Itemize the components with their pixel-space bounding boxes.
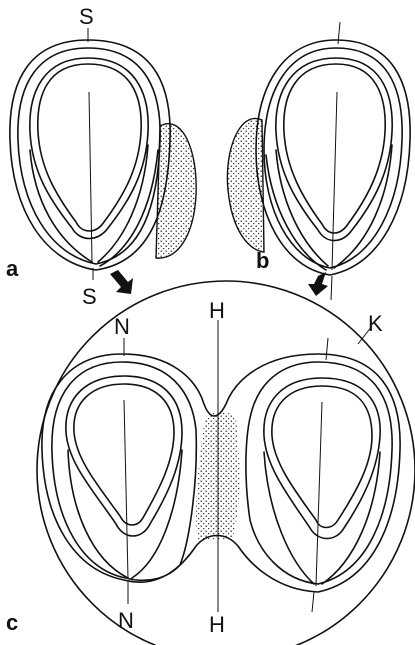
panel-c-left-axis [124, 400, 128, 578]
label-panel-b: b [256, 248, 269, 273]
panel-b-axis [332, 92, 337, 270]
label-n-bottom: N [118, 608, 134, 633]
label-s-top: S [79, 4, 94, 29]
arrow-a-to-c [110, 270, 133, 294]
label-n-top: N [114, 314, 130, 339]
label-h-bottom: H [209, 612, 225, 637]
panel-c-tetrad [37, 281, 415, 645]
label-s-bottom: S [82, 284, 97, 309]
panel-c-right-middle-wall [246, 362, 392, 584]
panel-b-inner-rim [284, 64, 385, 233]
label-panel-c: c [6, 610, 18, 635]
label-panel-a: a [6, 256, 19, 281]
label-k: K [368, 311, 383, 336]
label-h-top: H [209, 298, 225, 323]
panel-a-pollen [10, 28, 196, 280]
panel-a-stippled-region [156, 124, 196, 258]
panel-a-axis [89, 92, 92, 262]
panel-c-right-axis [316, 402, 322, 586]
arrow-b-to-c [308, 272, 328, 296]
panel-b-pollen [227, 22, 410, 300]
